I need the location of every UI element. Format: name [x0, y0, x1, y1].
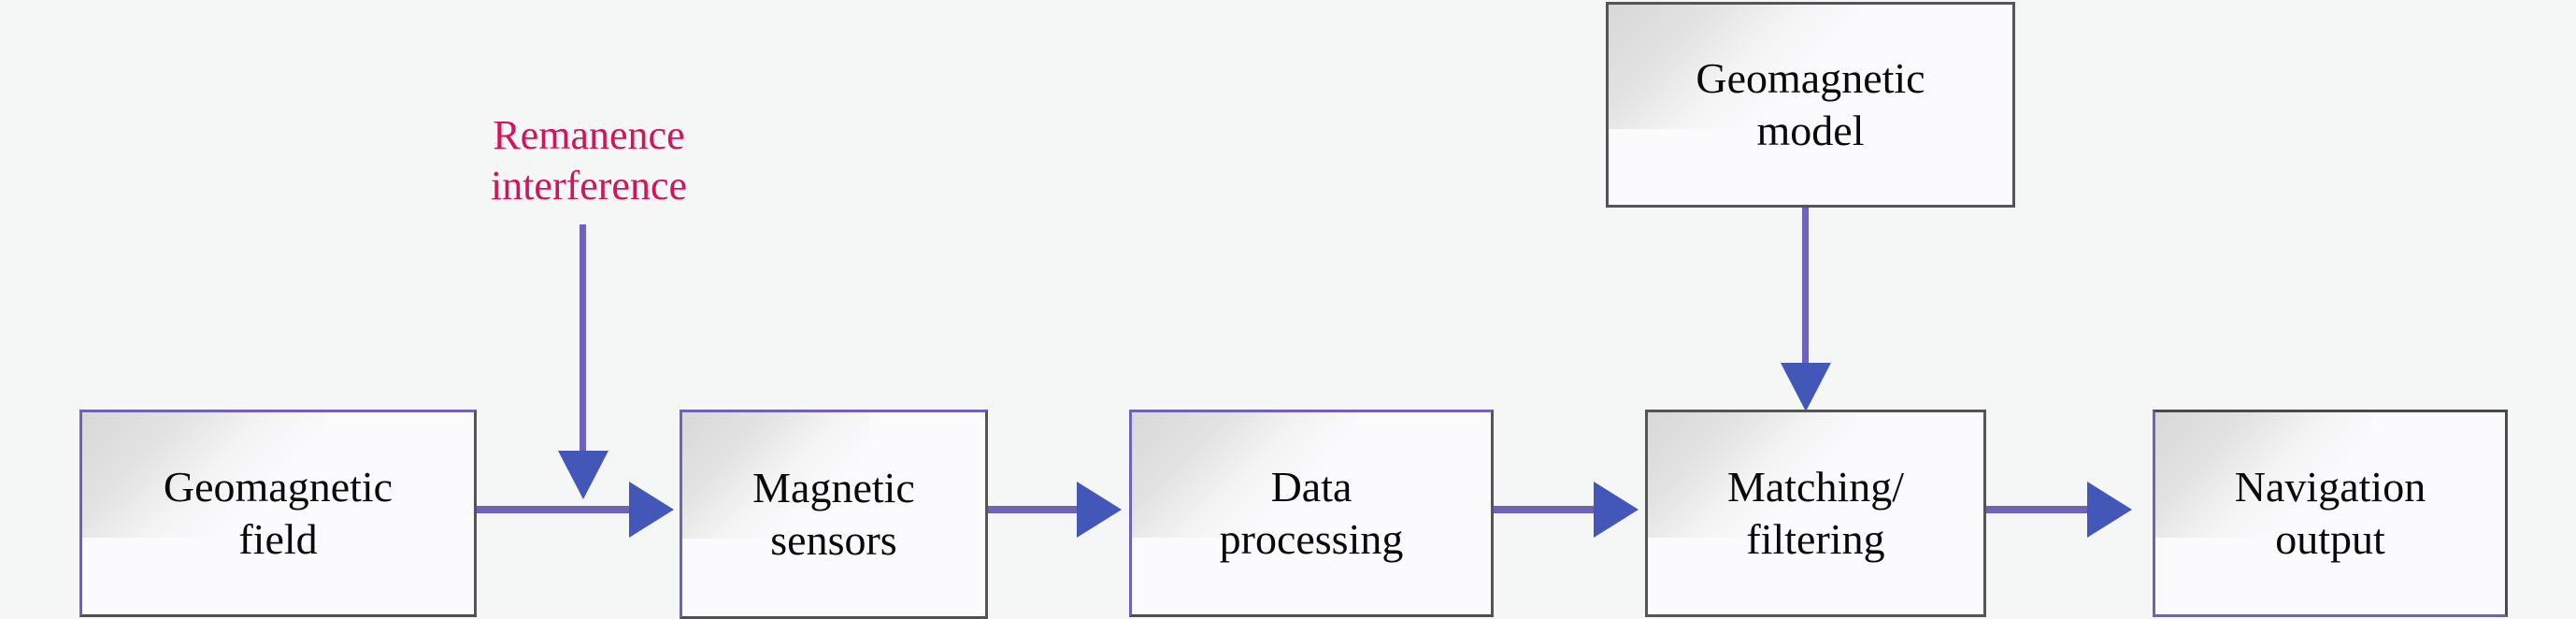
edge-remanence-line	[580, 224, 586, 458]
edge-model-to-matching-line	[1802, 208, 1809, 372]
edge-matching-to-output-arrowhead	[2087, 482, 2132, 538]
node-geomagnetic-field-label: Geomagnetic field	[163, 462, 394, 563]
annotation-remanence-interference: Remanence interference	[490, 112, 688, 209]
node-navigation-output-label: Navigation output	[2234, 462, 2426, 563]
node-magnetic-sensors-label: Magnetic sensors	[752, 463, 915, 564]
edge-field-to-sensors-arrowhead	[629, 482, 674, 538]
edge-processing-to-matching-line	[1494, 506, 1596, 513]
edge-field-to-sensors-line	[477, 506, 631, 513]
node-data-processing-label: Data processing	[1219, 462, 1404, 563]
node-magnetic-sensors[interactable]: Magnetic sensors	[680, 410, 988, 619]
edge-processing-to-matching-arrowhead	[1594, 482, 1639, 538]
node-matching-filtering[interactable]: Matching/ filtering	[1645, 410, 1986, 617]
edge-sensors-to-processing-arrowhead	[1077, 482, 1122, 538]
node-geomagnetic-model-label: Geomagnetic model	[1696, 53, 1925, 154]
node-data-processing[interactable]: Data processing	[1129, 410, 1494, 617]
edge-matching-to-output-line	[1986, 506, 2089, 513]
edge-model-to-matching-arrowhead	[1781, 363, 1831, 411]
edge-sensors-to-processing-line	[988, 506, 1081, 513]
edge-remanence-arrowhead	[558, 451, 608, 499]
node-geomagnetic-model[interactable]: Geomagnetic model	[1606, 2, 2015, 208]
node-navigation-output[interactable]: Navigation output	[2153, 410, 2508, 617]
node-geomagnetic-field[interactable]: Geomagnetic field	[79, 410, 477, 617]
node-matching-filtering-label: Matching/ filtering	[1726, 462, 1905, 563]
